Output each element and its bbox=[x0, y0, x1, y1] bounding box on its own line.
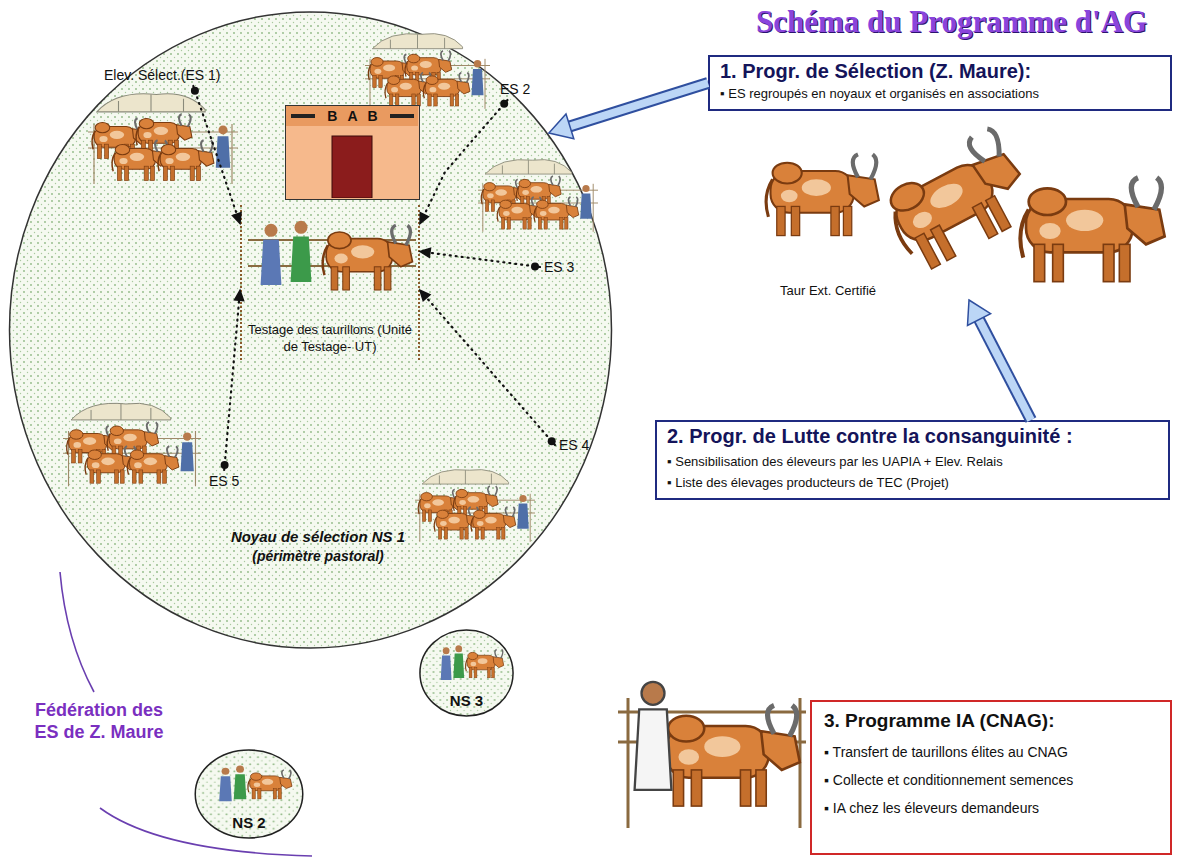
young-bull bbox=[466, 649, 504, 677]
node-text: 2. Progr. de Lutte contre la consanguini… bbox=[667, 425, 1158, 448]
selection-flow bbox=[191, 86, 241, 224]
technician bbox=[234, 766, 247, 800]
certified-bull-art bbox=[766, 125, 1165, 281]
herd-label: ES 4 bbox=[555, 434, 593, 456]
node-detail: ▪ Transfert de taurillons élites au CNAG bbox=[824, 744, 1158, 760]
herd bbox=[63, 403, 201, 486]
herd bbox=[88, 94, 238, 184]
node-text: Elev. Sélect.(ES 1) bbox=[104, 67, 220, 83]
node-text: Taur Ext. Certifié bbox=[780, 283, 876, 298]
arrow-head bbox=[420, 213, 428, 224]
origin-dot bbox=[191, 87, 199, 95]
bab-building: BAB bbox=[285, 105, 420, 200]
ellipse-outline bbox=[420, 630, 513, 716]
selection-flow bbox=[420, 248, 540, 270]
node-text: Testage des taurillons (Unité de Testage… bbox=[246, 322, 414, 356]
breeder bbox=[219, 768, 232, 802]
program-box: 1. Progr. de Sélection (Z. Maure): ▪ ES r… bbox=[708, 55, 1172, 111]
herds bbox=[63, 34, 598, 542]
node-detail: (périmètre pastoral) bbox=[158, 548, 478, 564]
selection-flow bbox=[221, 290, 244, 470]
arrow-shaft bbox=[568, 83, 708, 127]
technician bbox=[291, 221, 312, 282]
selection-flow bbox=[420, 290, 556, 445]
node-detail: ▪ IA chez les éleveurs demandeurs bbox=[824, 800, 1158, 816]
selection-flow bbox=[420, 100, 508, 224]
dotted-line bbox=[425, 296, 555, 445]
dotted-line bbox=[224, 298, 239, 470]
arrow-shaft-outline bbox=[568, 83, 708, 127]
node-text: ES 3 bbox=[544, 259, 574, 275]
federation-label: Fédération des ES de Z. Maure bbox=[30, 700, 168, 743]
herd bbox=[365, 34, 490, 109]
dotted-line bbox=[428, 253, 540, 268]
young-bull bbox=[323, 225, 413, 290]
herd-label: ES 3 bbox=[540, 256, 578, 278]
origin-dot bbox=[548, 437, 556, 445]
breeder bbox=[441, 647, 452, 680]
node-detail: ▪ Liste des élevages producteurs de TEC … bbox=[667, 475, 1158, 490]
herd bbox=[478, 160, 598, 232]
testing-unit: Testage des taurillons (Unité de Testage… bbox=[240, 205, 420, 360]
bab-bar bbox=[291, 114, 315, 118]
arrow-head bbox=[235, 290, 244, 300]
node-text: NS 3 bbox=[450, 692, 483, 709]
herd bbox=[415, 470, 535, 542]
arrow-head bbox=[420, 248, 431, 257]
bab-bar bbox=[390, 114, 414, 118]
diagram-title: Schéma du Programme d'AG bbox=[756, 4, 1147, 40]
origin-dot bbox=[531, 262, 539, 270]
node-text: NS 2 bbox=[232, 814, 265, 831]
origin-dot bbox=[500, 100, 508, 108]
testing-unit-art bbox=[248, 221, 416, 290]
herd-label: ES 5 bbox=[205, 470, 243, 492]
bull bbox=[766, 154, 879, 235]
insemination-art bbox=[618, 682, 806, 828]
circle-outline bbox=[10, 12, 612, 648]
node-text: ES 4 bbox=[559, 437, 589, 453]
technician bbox=[453, 645, 464, 678]
node-detail: ▪ Sensibilisation des éleveurs par les U… bbox=[667, 454, 1158, 469]
selection-circle: Noyau de sélection NS 1 (périmètre pastor… bbox=[8, 10, 613, 650]
arrow-shaft bbox=[978, 318, 1031, 420]
bull bbox=[874, 125, 1039, 275]
arrow-head bbox=[420, 290, 430, 300]
herd-label: ES 2 bbox=[496, 78, 534, 100]
dotted-line bbox=[424, 100, 508, 216]
node-text: ES 2 bbox=[500, 81, 530, 97]
young-bull bbox=[248, 770, 292, 799]
cow bbox=[1020, 178, 1164, 282]
origin-dot bbox=[221, 461, 229, 469]
nucleus-ellipse: NS 3 bbox=[418, 628, 515, 718]
inseminator bbox=[635, 682, 672, 790]
arrow-head bbox=[233, 213, 242, 224]
dotted-line bbox=[193, 86, 237, 216]
herd-label: Elev. Sélect.(ES 1) bbox=[100, 64, 224, 86]
arrow-head bbox=[968, 300, 991, 326]
caption-group: Noyau de sélection NS 1 (périmètre pastor… bbox=[158, 528, 478, 564]
cow bbox=[660, 705, 800, 806]
program-arrow bbox=[549, 83, 708, 139]
node-text: BAB bbox=[286, 106, 419, 124]
breeder bbox=[261, 224, 282, 285]
program-box: 2. Progr. de Lutte contre la consanguini… bbox=[655, 420, 1170, 500]
node-text: 1. Progr. de Sélection (Z. Maure): bbox=[720, 60, 1160, 83]
arrow-head bbox=[549, 114, 574, 139]
nucleus-ellipse: NS 2 bbox=[193, 748, 305, 840]
node-text: ES 5 bbox=[209, 473, 239, 489]
bab-roof-band bbox=[286, 106, 418, 126]
ellipse-outline bbox=[195, 750, 303, 838]
node-text: Noyau de sélection NS 1 bbox=[158, 528, 478, 545]
program-arrow bbox=[968, 300, 1032, 420]
program-box: 3. Programme IA (CNAG): ▪ Transfert de ta… bbox=[810, 700, 1172, 855]
node-text: 3. Programme IA (CNAG): bbox=[824, 710, 1158, 732]
bab-door bbox=[332, 136, 372, 198]
certified-bull: Taur Ext. Certifié bbox=[758, 118, 1180, 300]
mounting-bull bbox=[874, 125, 1039, 275]
node-detail: ▪ ES regroupés en noyaux et organisés en… bbox=[720, 86, 1160, 101]
arrow-shaft-outline bbox=[978, 318, 1031, 420]
node-detail: ▪ Collecte et conditionnement semences bbox=[824, 772, 1158, 788]
